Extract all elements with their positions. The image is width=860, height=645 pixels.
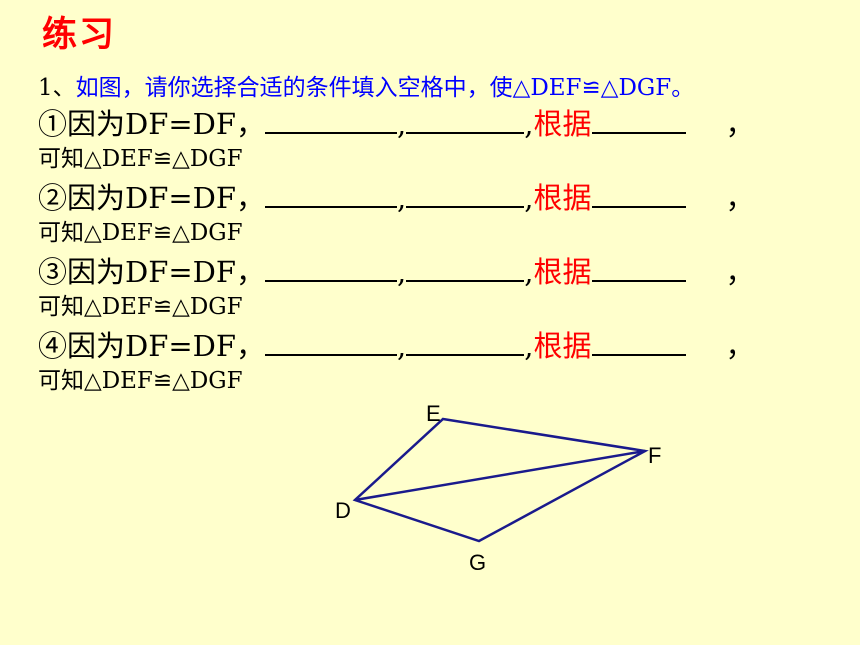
- answer-blank[interactable]: [406, 328, 525, 356]
- fill-in-line-4: ④因为DF=DF，,,根据，: [38, 328, 755, 364]
- item-end: ，: [725, 329, 755, 363]
- conclusion-1: 可知△DEF≌△DGF: [38, 146, 243, 172]
- item-comma: ,: [524, 107, 534, 141]
- item-comma: ,: [397, 329, 407, 363]
- fill-in-line-3: ③因为DF=DF，,,根据，: [38, 254, 755, 290]
- item-comma: ,: [524, 255, 534, 289]
- answer-blank[interactable]: [406, 254, 525, 282]
- item-comma: ,: [397, 181, 407, 215]
- basis-label: 根据: [533, 255, 592, 289]
- basis-blank[interactable]: [591, 328, 686, 356]
- question-number: 1、: [38, 75, 76, 101]
- item-end: ，: [725, 181, 755, 215]
- basis-blank[interactable]: [591, 180, 686, 208]
- item-comma: ,: [397, 107, 407, 141]
- conclusion-3: 可知△DEF≌△DGF: [38, 294, 243, 320]
- answer-blank[interactable]: [265, 328, 398, 356]
- diagonal-df: [354, 449, 646, 502]
- item-start: ①因为DF=DF，: [38, 107, 266, 141]
- item-end: ，: [725, 107, 755, 141]
- vertex-label-g: G: [469, 550, 486, 575]
- item-start: ④因为DF=DF，: [38, 329, 266, 363]
- answer-blank[interactable]: [265, 106, 398, 134]
- exercise-title: 练习: [42, 15, 117, 55]
- answer-blank[interactable]: [265, 180, 398, 208]
- quadrilateral-outline: [352, 417, 649, 543]
- basis-label: 根据: [533, 181, 592, 215]
- item-start: ③因为DF=DF，: [38, 255, 266, 289]
- conclusion-4: 可知△DEF≌△DGF: [38, 368, 243, 394]
- basis-blank[interactable]: [591, 254, 686, 282]
- item-comma: ,: [397, 255, 407, 289]
- basis-label: 根据: [533, 107, 592, 141]
- item-comma: ,: [524, 329, 534, 363]
- answer-blank[interactable]: [406, 106, 525, 134]
- vertex-label-f: F: [648, 443, 661, 468]
- item-comma: ,: [524, 181, 534, 215]
- vertex-label-e: E: [426, 401, 441, 426]
- basis-label: 根据: [533, 329, 592, 363]
- basis-blank[interactable]: [591, 106, 686, 134]
- vertex-label-d: D: [335, 498, 351, 523]
- item-end: ，: [725, 255, 755, 289]
- answer-blank[interactable]: [265, 254, 398, 282]
- fill-in-line-2: ②因为DF=DF，,,根据，: [38, 180, 755, 216]
- answer-blank[interactable]: [406, 180, 525, 208]
- question-text: 如图，请你选择合适的条件填入空格中，使△DEF≌△DGF。: [75, 75, 695, 101]
- conclusion-2: 可知△DEF≌△DGF: [38, 220, 243, 246]
- item-start: ②因为DF=DF，: [38, 181, 266, 215]
- question-prompt: 1、如图，请你选择合适的条件填入空格中，使△DEF≌△DGF。: [38, 68, 694, 102]
- fill-in-line-1: ①因为DF=DF，,,根据，: [38, 106, 755, 142]
